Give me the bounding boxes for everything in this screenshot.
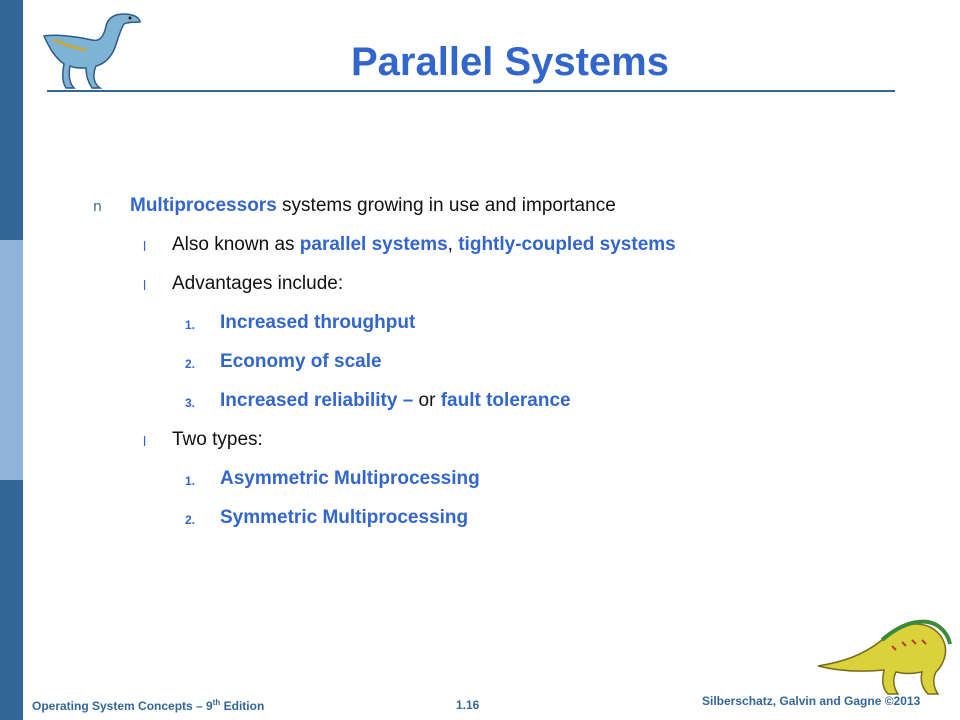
bullet-two-types: Two types: xyxy=(172,429,263,450)
list-number: 1. xyxy=(185,474,196,488)
term-fault-tolerance: fault tolerance xyxy=(440,390,571,411)
footer-book-title: Operating System Concepts – 9th Edition xyxy=(32,698,264,713)
sub-bullet-marker: l xyxy=(143,277,147,293)
separator-text: , xyxy=(447,234,459,255)
bullet-text: Also known as xyxy=(172,234,300,255)
list-number: 2. xyxy=(185,513,196,527)
page-number: 1.16 xyxy=(456,698,480,712)
bullet-marker: n xyxy=(93,199,102,215)
slide-title: Parallel Systems xyxy=(351,40,669,84)
dinosaur-logo-icon xyxy=(42,13,141,89)
term-parallel-systems: parallel systems xyxy=(299,234,448,255)
footer-title-text: Operating System Concepts – 9 xyxy=(32,699,213,713)
sub-bullet-marker: l xyxy=(143,238,147,254)
title-divider xyxy=(47,90,895,92)
advantage-throughput: Increased throughput xyxy=(220,312,416,333)
left-side-bar xyxy=(0,0,23,720)
term-tightly-coupled: tightly-coupled systems xyxy=(458,234,676,255)
bullet-advantages: Advantages include: xyxy=(172,273,344,294)
term-reliability: Increased reliability – xyxy=(220,390,414,411)
advantage-reliability: Increased reliability – or fault toleran… xyxy=(220,389,571,413)
footer-edition-sup: th xyxy=(212,698,221,707)
dinosaur-footer-icon xyxy=(817,619,952,695)
left-side-bar-highlight xyxy=(0,240,23,480)
bullet-text: systems growing in use and importance xyxy=(276,195,616,216)
list-number: 1. xyxy=(185,318,196,332)
advantage-economy: Economy of scale xyxy=(220,351,382,372)
bullet-multiprocessors: Multiprocessors systems growing in use a… xyxy=(130,194,616,218)
list-number: 3. xyxy=(185,396,196,410)
connector-text: or xyxy=(413,390,441,411)
list-number: 2. xyxy=(185,357,196,371)
sub-bullet-marker: l xyxy=(143,433,147,449)
type-symmetric: Symmetric Multiprocessing xyxy=(220,507,469,528)
type-asymmetric: Asymmetric Multiprocessing xyxy=(220,468,480,489)
bullet-also-known-as: Also known as parallel systems, tightly-… xyxy=(172,233,676,257)
term-multiprocessors: Multiprocessors xyxy=(130,195,277,216)
footer-authors: Silberschatz, Galvin and Gagne ©2013 xyxy=(702,694,921,708)
footer-title-suffix: Edition xyxy=(220,699,265,713)
